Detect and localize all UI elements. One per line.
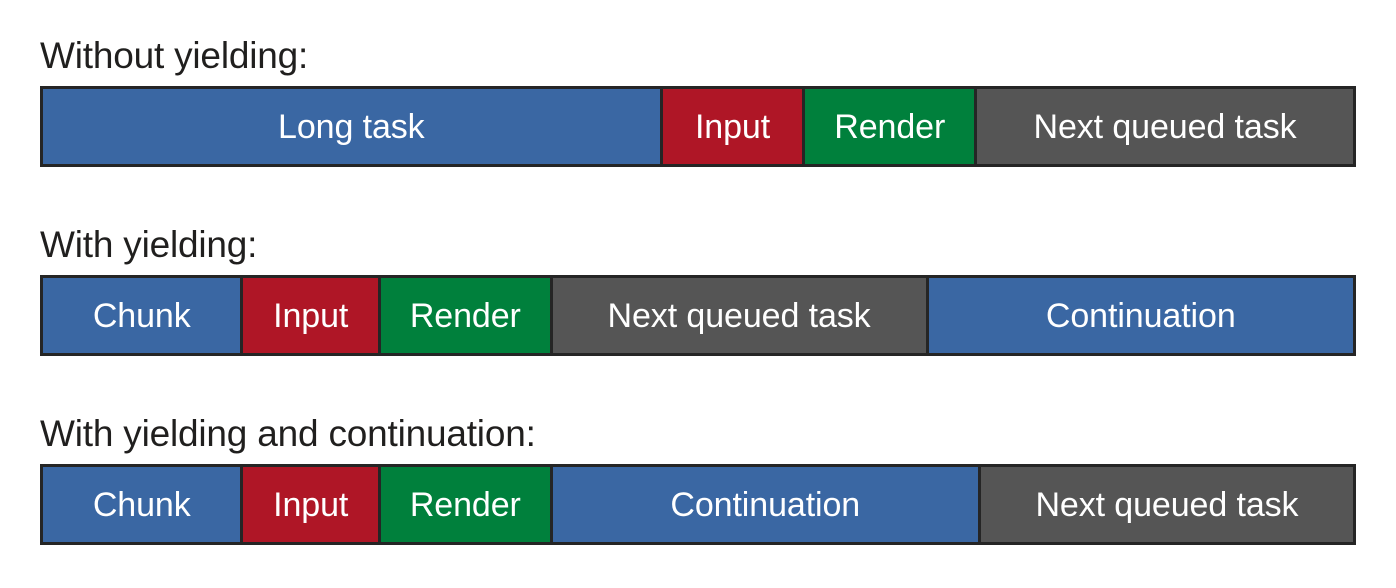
segment-label: Continuation bbox=[670, 485, 861, 524]
segment-input: Input bbox=[243, 278, 381, 353]
timeline-section-with-yielding-and-continuation: With yielding and continuation: Chunk In… bbox=[0, 378, 1396, 558]
segment-label: Input bbox=[694, 107, 771, 146]
segment-label: Next queued task bbox=[1033, 107, 1297, 146]
segment-chunk: Chunk bbox=[43, 467, 244, 542]
segment-render: Render bbox=[380, 467, 553, 542]
timeline-section-without-yielding: Without yielding: Long task Input Render… bbox=[0, 0, 1396, 180]
segment-label: Render bbox=[834, 107, 946, 146]
timeline-section-with-yielding: With yielding: Chunk Input Render Next q… bbox=[0, 189, 1396, 369]
segment-label: Next queued task bbox=[607, 296, 871, 335]
segment-next-queued-task: Next queued task bbox=[552, 278, 929, 353]
segment-label: Input bbox=[273, 485, 349, 524]
segment-label: Chunk bbox=[92, 485, 191, 524]
segment-long-task: Long task bbox=[43, 89, 663, 164]
segment-continuation: Continuation bbox=[552, 467, 981, 542]
segment-label: Next queued task bbox=[1035, 485, 1299, 524]
segment-label: Render bbox=[409, 296, 521, 335]
segment-input: Input bbox=[662, 89, 806, 164]
section-title-with-yielding: With yielding: bbox=[40, 224, 258, 265]
timeline-bar-with-yielding: Chunk Input Render Next queued task Cont… bbox=[40, 275, 1356, 356]
section-title-without-yielding: Without yielding: bbox=[40, 35, 309, 76]
segment-label: Input bbox=[273, 296, 349, 335]
segment-label: Render bbox=[409, 485, 521, 524]
segment-label: Chunk bbox=[92, 296, 191, 335]
segment-label: Long task bbox=[278, 107, 425, 146]
segment-next-queued-task: Next queued task bbox=[977, 89, 1353, 164]
segment-render: Render bbox=[380, 278, 553, 353]
segment-render: Render bbox=[805, 89, 978, 164]
segment-next-queued-task: Next queued task bbox=[980, 467, 1353, 542]
timeline-bar-without-yielding: Long task Input Render Next queued task bbox=[40, 86, 1356, 167]
segment-input: Input bbox=[243, 467, 381, 542]
segment-continuation: Continuation bbox=[928, 278, 1353, 353]
timeline-bar-with-yielding-and-continuation: Chunk Input Render Continuation Next que… bbox=[40, 464, 1356, 545]
section-title-with-yielding-and-continuation: With yielding and continuation: bbox=[40, 413, 536, 454]
segment-label: Continuation bbox=[1045, 296, 1236, 335]
segment-chunk: Chunk bbox=[43, 278, 244, 353]
